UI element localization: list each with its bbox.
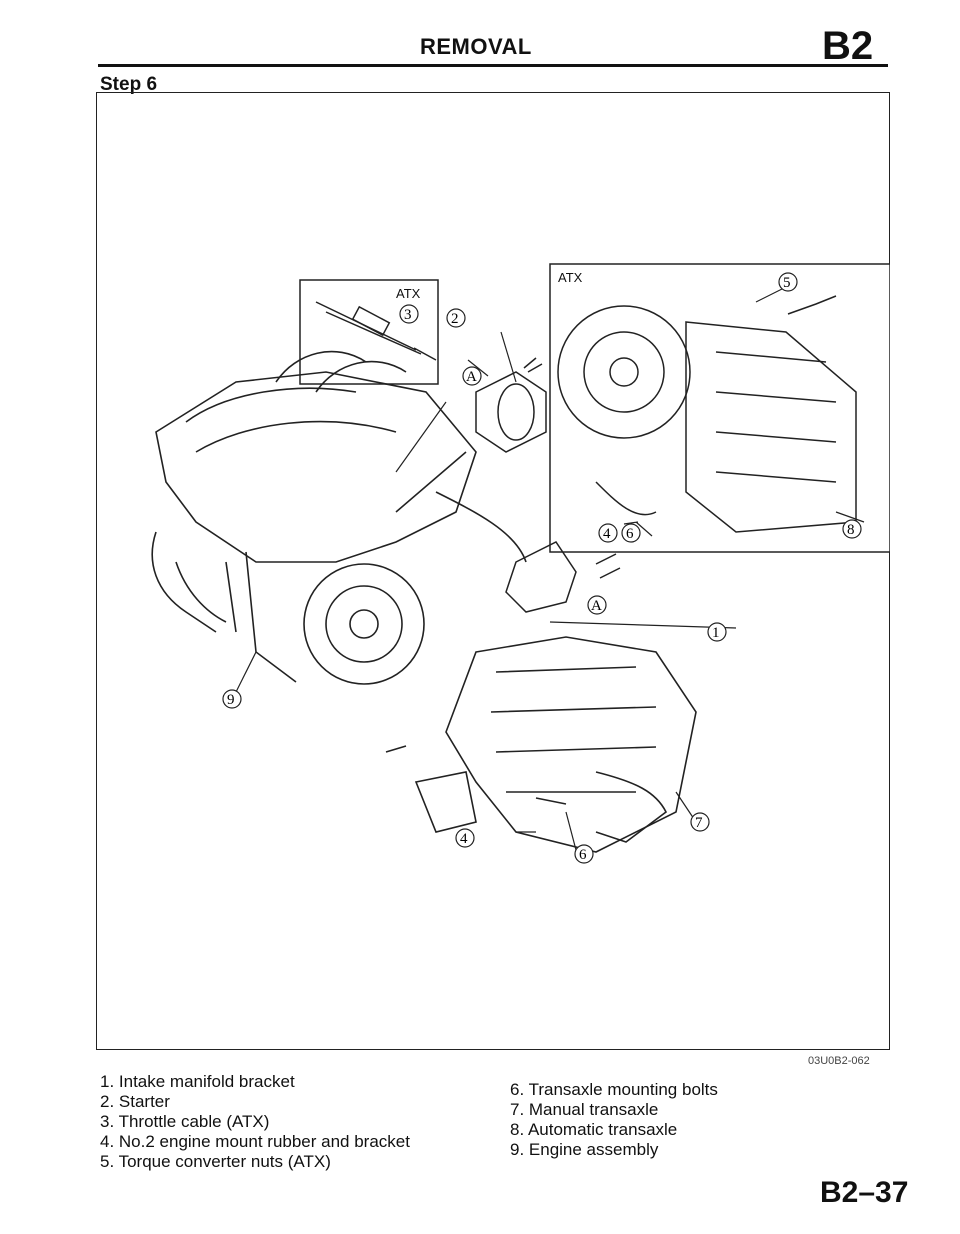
svg-text:1: 1 (712, 625, 720, 641)
callout-a-starter: A (462, 366, 482, 386)
callout-1: 1 (707, 622, 727, 642)
legend-item-7: 7. Manual transaxle (510, 1100, 659, 1119)
automatic-transaxle-inset: ATX (549, 263, 890, 553)
legend-item-4: 4. No.2 engine mount rubber and bracket (100, 1132, 410, 1151)
figure-code: 03U0B2-062 (808, 1055, 870, 1067)
legend-right: 6. Transaxle mounting bolts 7. Manual tr… (510, 1080, 718, 1160)
header-rule (98, 64, 888, 67)
callout-2: 2 (446, 308, 466, 328)
svg-text:7: 7 (695, 815, 703, 831)
callout-6-atx: 6 (621, 523, 641, 543)
callout-4-mtx: 4 (455, 828, 475, 848)
step-label: Step 6 (100, 74, 158, 95)
legend-item-9: 9. Engine assembly (510, 1140, 659, 1159)
callout-a-bracket: A (587, 595, 607, 615)
svg-text:8: 8 (847, 522, 855, 538)
svg-text:5: 5 (783, 275, 791, 291)
starter (475, 357, 547, 453)
callout-9: 9 (222, 689, 242, 709)
legend-item-2: 2. Starter (100, 1092, 170, 1111)
callout-5: 5 (778, 272, 798, 292)
legend-item-5: 5. Torque converter nuts (ATX) (100, 1152, 331, 1171)
svg-text:A: A (466, 369, 477, 385)
svg-text:9: 9 (227, 692, 235, 708)
svg-text:3: 3 (404, 307, 412, 323)
svg-text:4: 4 (603, 526, 611, 542)
callout-7: 7 (690, 812, 710, 832)
page-number: B2–37 (820, 1176, 909, 1209)
section-code: B2 (822, 24, 874, 68)
svg-text:6: 6 (626, 526, 634, 542)
callout-8: 8 (842, 519, 862, 539)
legend-left: 1. Intake manifold bracket 2. Starter 3.… (100, 1072, 410, 1172)
legend-item-1: 1. Intake manifold bracket (100, 1072, 295, 1091)
figure-frame (96, 92, 890, 1050)
callout-4-atx: 4 (598, 523, 618, 543)
legend-item-3: 3. Throttle cable (ATX) (100, 1112, 270, 1131)
svg-text:A: A (591, 598, 602, 614)
svg-text:4: 4 (460, 831, 468, 847)
legend-item-8: 8. Automatic transaxle (510, 1120, 678, 1139)
callouts: 1 2 3 4 4 5 6 6 7 8 9 A A (222, 272, 862, 864)
svg-text:6: 6 (579, 847, 587, 863)
callout-6-mtx: 6 (574, 844, 594, 864)
exploded-view-illustration: ATX ATX (151, 263, 890, 864)
page-title: REMOVAL (420, 34, 532, 59)
svg-text:2: 2 (451, 311, 459, 327)
inset-label-atx-2: ATX (558, 270, 583, 285)
manual-transaxle (385, 636, 697, 853)
throttle-cable-inset: ATX (299, 279, 439, 385)
leader-lines (235, 281, 865, 851)
legend-item-6: 6. Transaxle mounting bolts (510, 1080, 718, 1099)
inset-label-atx-1: ATX (396, 286, 421, 301)
intake-manifold-bracket (505, 541, 621, 613)
callout-3: 3 (399, 304, 419, 324)
engine-assembly (151, 350, 527, 685)
